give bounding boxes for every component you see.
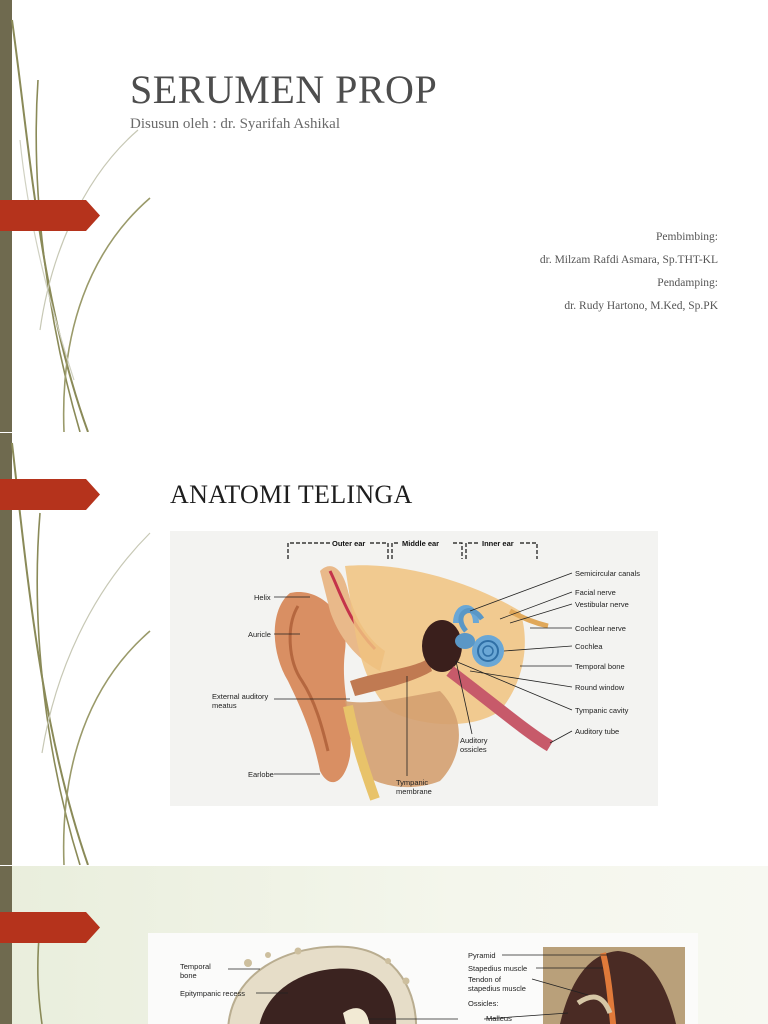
earlobe-label: Earlobe xyxy=(248,770,274,779)
inner-ear-label: Inner ear xyxy=(482,539,514,548)
ossicles-label: ossicles xyxy=(460,745,487,754)
author-subtitle: Disusun oleh : dr. Syarifah Ashikal xyxy=(130,116,340,132)
supervisor-label: Pembimbing: xyxy=(656,231,718,243)
auricle-label: Auricle xyxy=(248,630,271,639)
slide-edge-bar xyxy=(0,866,12,1024)
helix-label: Helix xyxy=(254,593,271,602)
cochlear-nerve-label: Cochlear nerve xyxy=(575,624,626,633)
slide-edge-bar xyxy=(0,433,12,865)
title-slide: SERUMEN PROP Disusun oleh : dr. Syarifah… xyxy=(0,0,768,432)
auditory-tube-label: Auditory tube xyxy=(575,727,619,736)
temporal-label: Temporal xyxy=(180,962,211,971)
middle-ear-illustration: Temporal bone Epitympanic recess Pyramid… xyxy=(180,945,685,1024)
temporal-bone-label: Temporal bone xyxy=(575,662,625,671)
membrane-label: membrane xyxy=(396,787,432,796)
auditory-ossicles-label: Auditory xyxy=(460,736,488,745)
supervisor-name: dr. Milzam Rafdi Asmara, Sp.THT-KL xyxy=(539,254,718,266)
accent-arrow-tab xyxy=(0,200,100,231)
semicircular-canals-label: Semicircular canals xyxy=(575,569,640,578)
cochlea-label: Cochlea xyxy=(575,642,603,651)
epitympanic-recess-label: Epitympanic recess xyxy=(180,989,245,998)
malleus-label: Malleus xyxy=(486,1014,512,1023)
ossicles-heading-label: Ossicles: xyxy=(468,999,498,1008)
vestibular-nerve-label: Vestibular nerve xyxy=(575,600,629,609)
outer-ear-label: Outer ear xyxy=(332,539,365,548)
stapedius-muscle-tendon-label: stapedius muscle xyxy=(468,984,526,993)
accent-arrow-tab xyxy=(0,912,100,943)
middle-ear-label: Middle ear xyxy=(402,539,439,548)
tendon-of-label: Tendon of xyxy=(468,975,502,984)
credits-block: Pembimbing: dr. Milzam Rafdi Asmara, Sp.… xyxy=(540,226,718,318)
round-window-label: Round window xyxy=(575,683,625,692)
tympanic-cavity-label: Tympanic cavity xyxy=(575,706,629,715)
tympanic-label: Tympanic xyxy=(396,778,428,787)
facial-nerve-label: Facial nerve xyxy=(575,588,616,597)
accent-arrow-tab xyxy=(0,479,100,510)
companion-label: Pendamping: xyxy=(657,277,718,289)
middle-ear-slide: Temporal bone Epitympanic recess Pyramid… xyxy=(0,866,768,1024)
presentation-title: SERUMEN PROP xyxy=(130,67,438,112)
ear-anatomy-figure: Outer ear Middle ear Inner ear xyxy=(170,531,658,806)
stapedius-muscle-label: Stapedius muscle xyxy=(468,964,527,973)
cochlea-shape xyxy=(453,605,504,667)
anatomy-slide: ANATOMI TELINGA Outer ear Middle ear Inn… xyxy=(0,433,768,865)
external-auditory-label: External auditory xyxy=(212,692,269,701)
meatus-label: meatus xyxy=(212,701,237,710)
companion-name: dr. Rudy Hartono, M.Ked, Sp.PK xyxy=(564,300,718,312)
bone-label: bone xyxy=(180,971,197,980)
middle-ear-figure: Temporal bone Epitympanic recess Pyramid… xyxy=(148,933,698,1024)
section-title: ANATOMI TELINGA xyxy=(170,480,413,509)
pyramid-label: Pyramid xyxy=(468,951,496,960)
ear-anatomy-illustration: Outer ear Middle ear Inner ear xyxy=(212,539,640,801)
